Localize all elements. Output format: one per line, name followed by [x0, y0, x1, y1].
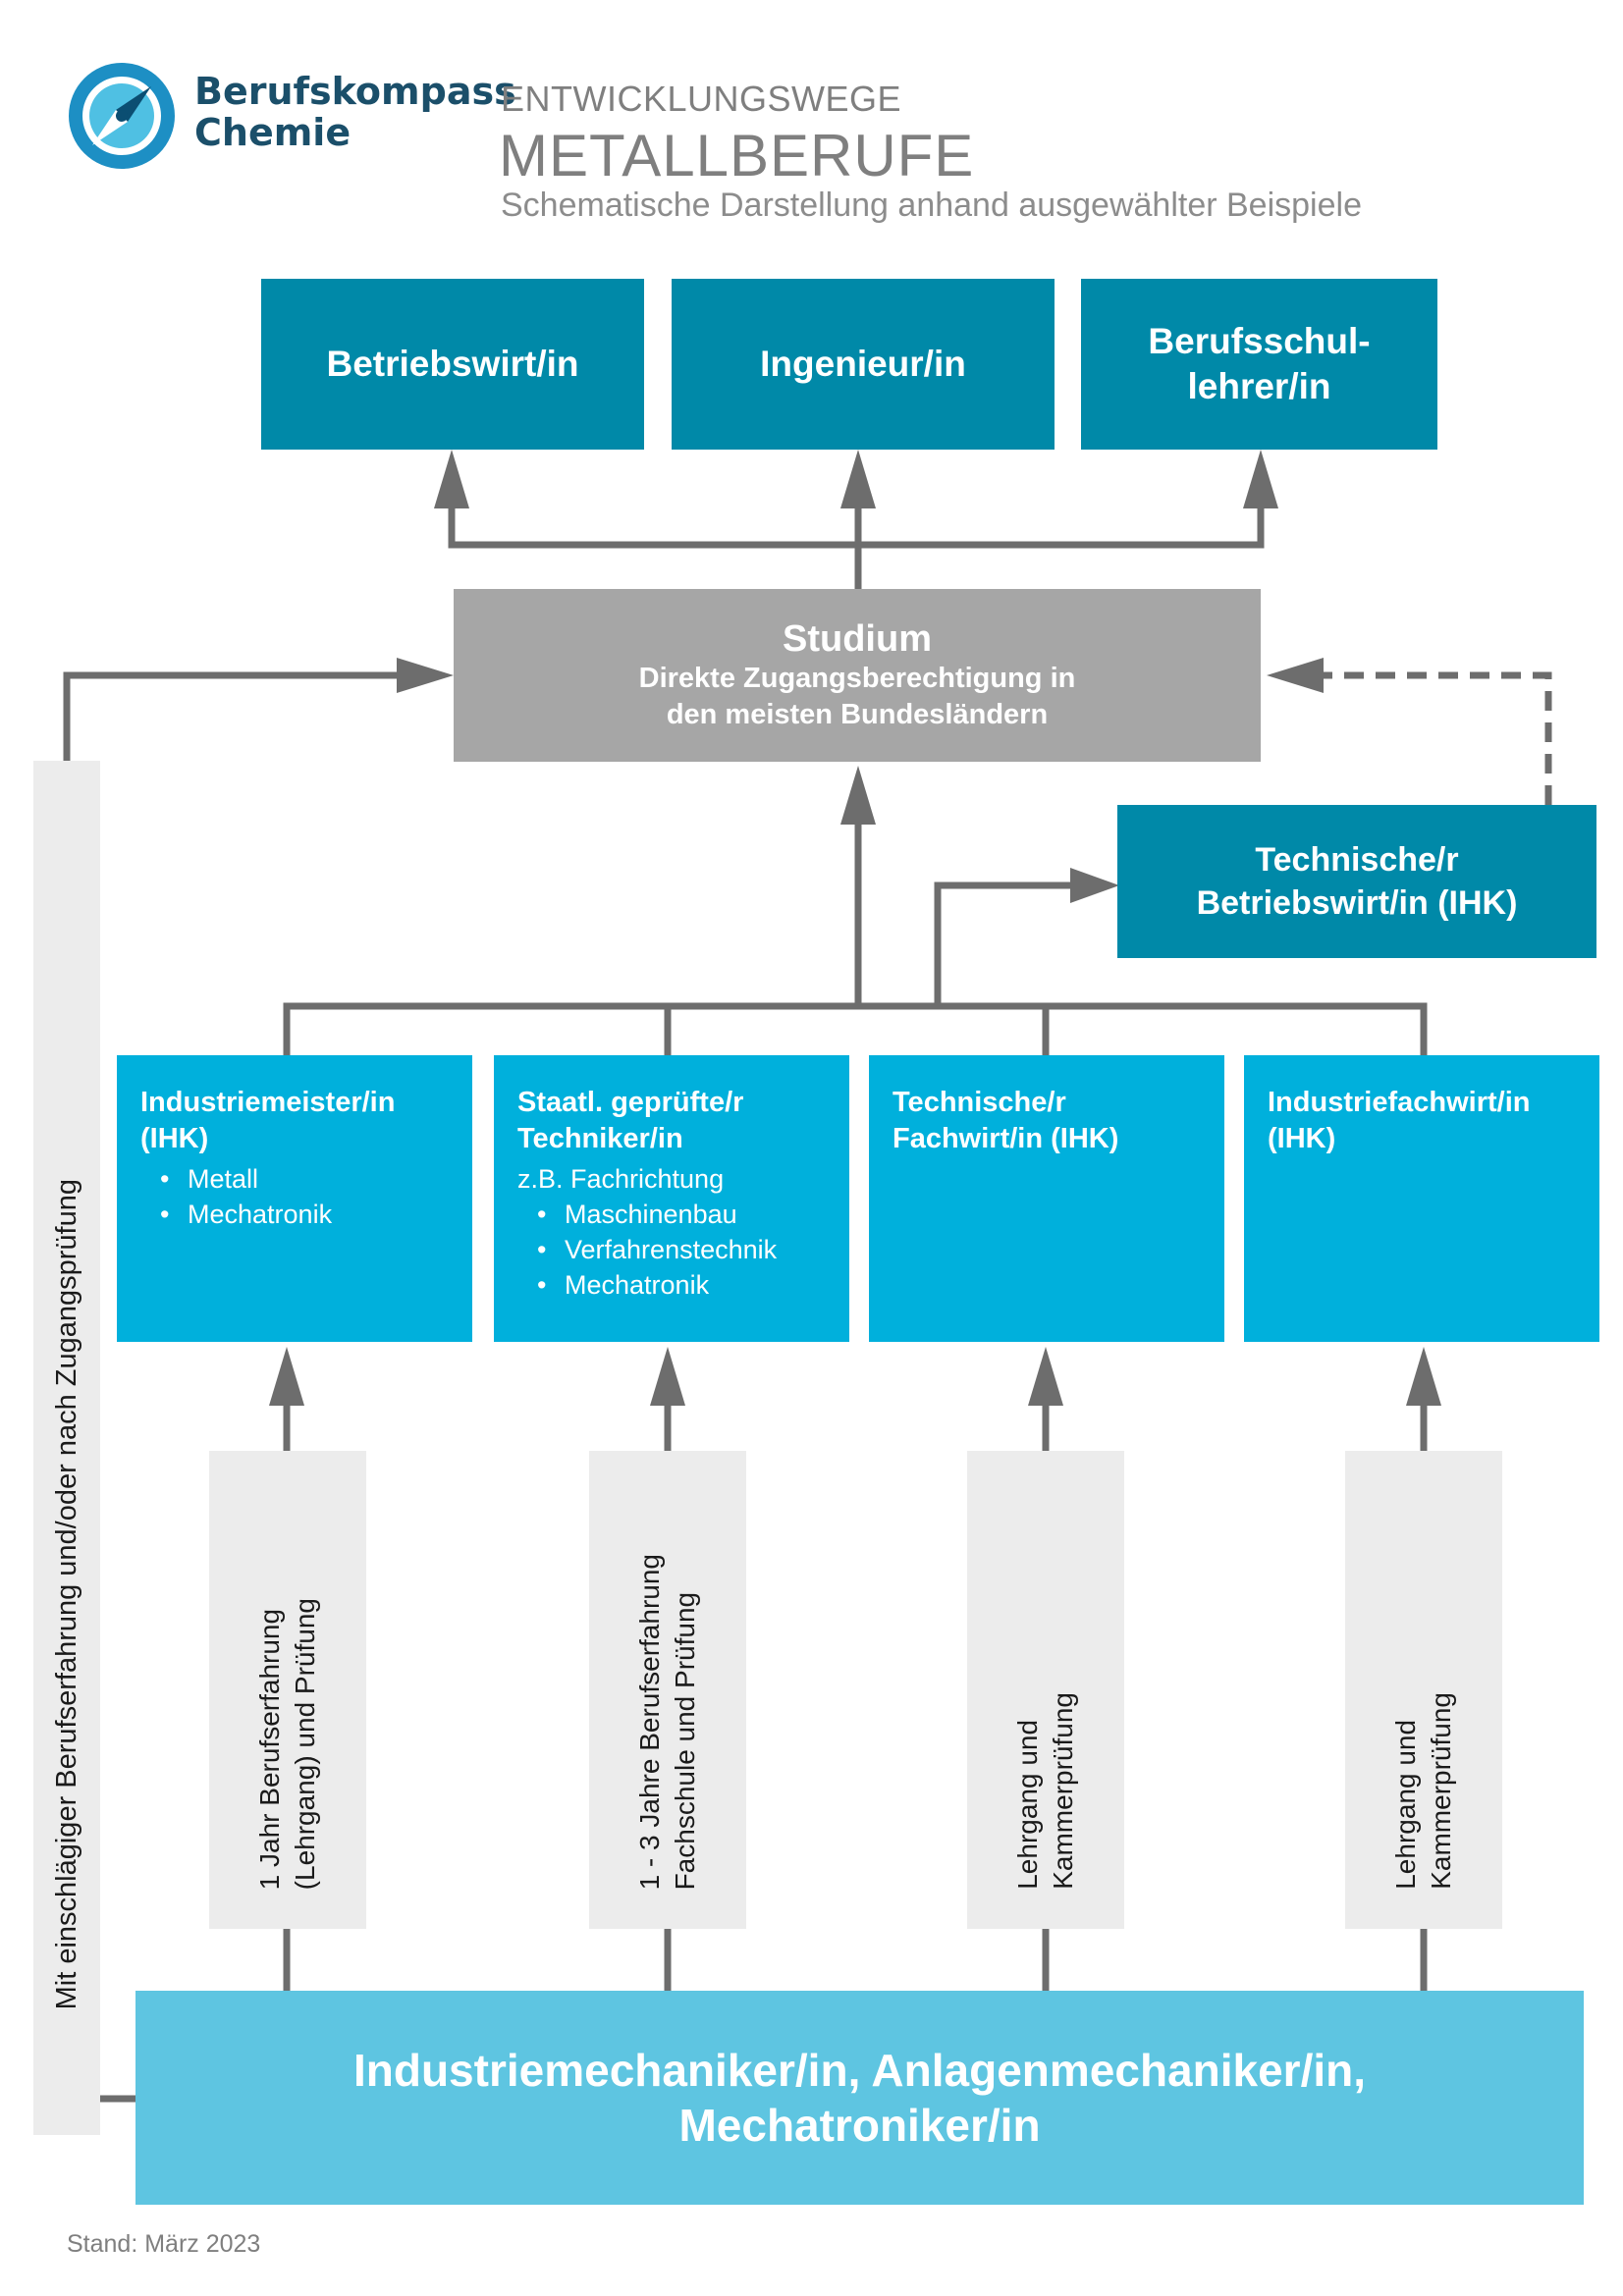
box-technischer-betriebswirt: Technische/r Betriebswirt/in (IHK): [1117, 805, 1596, 958]
arrowhead: [1028, 1347, 1063, 1406]
pathway-line2: Kammerprüfung: [1048, 1692, 1078, 1890]
base-line2: Mechatroniker/in: [678, 2100, 1041, 2151]
box-studium: Studium Direkte Zugangsberechtigung in d…: [454, 589, 1261, 762]
box-berufsschullehrer: Berufsschul- lehrer/in: [1081, 279, 1437, 450]
list-item: Maschinenbau: [517, 1197, 826, 1232]
base-line1: Industriemechaniker/in, Anlagenmechanike…: [352, 2045, 1367, 2096]
arrowhead: [434, 450, 469, 508]
side-label: Mit einschlägiger Berufserfahrung und/od…: [51, 1178, 82, 2009]
logo-line1: Berufskompass: [194, 70, 516, 113]
overline: ENTWICKLUNGSWEGE: [501, 79, 902, 119]
arrowhead: [397, 658, 454, 693]
studium-line2: den meisten Bundesländern: [666, 699, 1049, 730]
pathway-line2: Fachschule und Prüfung: [670, 1591, 700, 1890]
arrowhead: [1070, 868, 1119, 903]
pathway-line2: (Lehrgang) und Prüfung: [290, 1597, 320, 1890]
box-industriefachwirt: Industriefachwirt/in (IHK): [1244, 1055, 1599, 1342]
box-label: Ingenieur/in: [760, 344, 966, 384]
arrowhead: [269, 1347, 304, 1406]
tech-bw-line2: Betriebswirt/in (IHK): [1196, 884, 1518, 922]
pathway-line1: Lehrgang und: [1012, 1720, 1043, 1890]
list-item: Mechatronik: [140, 1197, 449, 1232]
qual-title-line2: (IHK): [1268, 1123, 1336, 1154]
box-ingenieur: Ingenieur/in: [672, 279, 1055, 450]
box-industriemeister: Industriemeister/in (IHK) Metall Mechatr…: [117, 1055, 472, 1342]
box-base-occupations: Industriemechaniker/in, Anlagenmechanike…: [135, 1991, 1584, 2205]
qual-title-line2: Fachwirt/in (IHK): [893, 1123, 1119, 1154]
qual-list: Maschinenbau Verfahrenstechnik Mechatron…: [517, 1197, 826, 1303]
page-subtitle: Schematische Darstellung anhand ausgewäh…: [501, 187, 1362, 224]
connector-side: [63, 671, 408, 761]
qual-title-line2: Techniker/in: [517, 1123, 683, 1154]
qual-title-line1: Industriemeister/in: [140, 1087, 396, 1118]
pathway-box-1: 1 Jahr Berufserfahrung(Lehrgang) und Prü…: [209, 1451, 366, 1929]
pathway-line1: 1 Jahr Berufserfahrung: [254, 1608, 285, 1890]
tech-bw-line1: Technische/r: [1255, 841, 1459, 879]
qual-title-line2: (IHK): [140, 1123, 209, 1154]
box-label-line1: Berufsschul-: [1148, 321, 1371, 361]
studium-title: Studium: [783, 618, 932, 660]
qual-title-line1: Staatl. geprüfte/r: [517, 1087, 744, 1118]
pathway-line1: Lehrgang und: [1390, 1720, 1421, 1890]
box-label: Betriebswirt/in: [326, 344, 579, 384]
qual-title-line1: Technische/r: [893, 1087, 1066, 1118]
connector-to-tech-bw: [934, 881, 1080, 1006]
arrowhead: [1406, 1347, 1441, 1406]
arrowhead: [650, 1347, 685, 1406]
box-betriebswirt: Betriebswirt/in: [261, 279, 644, 450]
connector-mid-branch: [283, 1002, 1428, 1055]
pathway-line1: 1 - 3 Jahre Berufserfahrung: [634, 1553, 665, 1890]
footer-date: Stand: März 2023: [67, 2230, 261, 2258]
page-title: METALLBERUFE: [499, 123, 975, 188]
arrowhead: [840, 766, 876, 825]
arrowhead: [840, 450, 876, 508]
logo-line2: Chemie: [194, 111, 352, 154]
logo-wordmark: Berufskompass Chemie: [194, 71, 516, 153]
side-bar: Mit einschlägiger Berufserfahrung und/od…: [33, 761, 100, 2135]
pathway-line2: Kammerprüfung: [1426, 1692, 1456, 1890]
box-techniker: Staatl. geprüfte/r Techniker/in z.B. Fac…: [494, 1055, 849, 1342]
list-item: Metall: [140, 1161, 449, 1197]
list-item: Mechatronik: [517, 1267, 826, 1303]
pathway-label: 1 Jahr Berufserfahrung(Lehrgang) und Prü…: [252, 1598, 323, 1890]
connector-dashed: [1316, 671, 1552, 805]
arrowhead: [1243, 450, 1278, 508]
box-label-line2: lehrer/in: [1187, 366, 1331, 406]
studium-line1: Direkte Zugangsberechtigung in: [638, 663, 1076, 694]
box-technischer-fachwirt: Technische/r Fachwirt/in (IHK): [869, 1055, 1224, 1342]
arrowhead: [1267, 658, 1324, 693]
qual-title-line1: Industriefachwirt/in: [1268, 1087, 1531, 1118]
list-item: Verfahrenstechnik: [517, 1232, 826, 1267]
qual-note: z.B. Fachrichtung: [517, 1164, 725, 1194]
qual-list: Metall Mechatronik: [140, 1161, 449, 1232]
compass-icon: [69, 63, 175, 169]
